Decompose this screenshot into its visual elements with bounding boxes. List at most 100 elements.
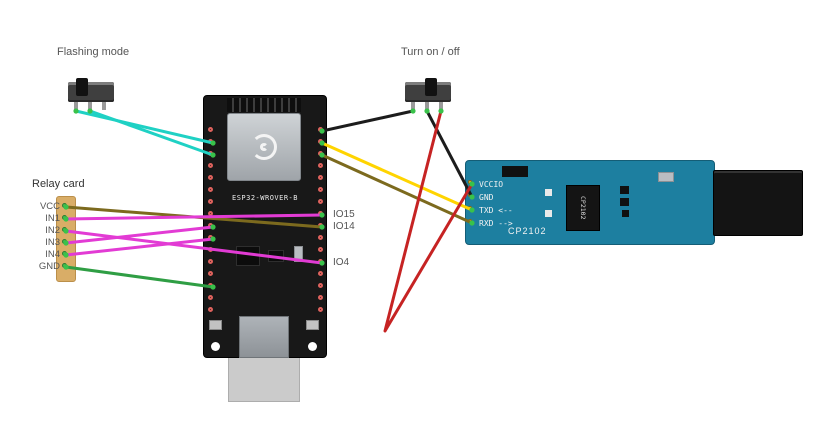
cp2102-pin-label-rxd: RXD --> [479, 219, 513, 228]
pin [208, 259, 213, 264]
pin [208, 283, 213, 288]
cp2102-chip-label: CP2102 [579, 196, 587, 220]
gpio-label-io15: IO15 [333, 209, 355, 220]
relay-card-label: Relay card [32, 178, 85, 190]
pin [208, 199, 213, 204]
pin [62, 215, 67, 220]
pin [468, 180, 472, 184]
relay-pin-label-in3: IN3 [45, 237, 60, 248]
switch-leg [411, 100, 415, 110]
cp2102-smd [620, 186, 629, 194]
pin [208, 295, 213, 300]
wire-relay-gnd-to-esp [64, 265, 215, 289]
esp32-antenna [227, 98, 301, 112]
esp32-button-right [306, 320, 319, 330]
switch-body [68, 82, 114, 102]
pin [62, 227, 67, 232]
pin [208, 235, 213, 240]
esp-logo-icon-inner [260, 143, 268, 151]
cp2102-component [502, 166, 528, 177]
esp32-button-left [209, 320, 222, 330]
mounting-hole [211, 342, 220, 351]
esp32-usb-plug [228, 358, 300, 402]
cp2102-smd [620, 198, 629, 206]
esp32-board-label: ESP32-WROVER-B [231, 194, 298, 202]
pin [208, 307, 213, 312]
pin [208, 187, 213, 192]
switch-leg [74, 100, 78, 110]
turn-on-off-switch [405, 78, 451, 112]
pin [468, 219, 472, 223]
pin [318, 187, 323, 192]
pin [318, 127, 323, 132]
switch-leg [102, 100, 106, 110]
pin [318, 247, 323, 252]
esp32-shield [227, 113, 301, 181]
flashing-mode-label: Flashing mode [57, 46, 130, 58]
gpio-label-io4: IO4 [333, 257, 350, 268]
pin [318, 283, 323, 288]
cp2102-board-label: CP2102 [508, 226, 547, 236]
cp2102-smd [545, 210, 552, 217]
pin [208, 163, 213, 168]
pin [318, 271, 323, 276]
pin [318, 223, 323, 228]
flashing-mode-switch [68, 78, 114, 112]
pin [318, 235, 323, 240]
pin [468, 206, 472, 210]
pin [62, 263, 67, 268]
switch-leg [88, 100, 92, 110]
cp2102-smd [545, 189, 552, 196]
pin [318, 139, 323, 144]
cp2102-pin-label-txd: TXD <-- [479, 206, 513, 215]
pin [318, 307, 323, 312]
pin [318, 175, 323, 180]
pin [62, 203, 67, 208]
pin [62, 251, 67, 256]
gpio-label-io14: IO14 [333, 221, 355, 232]
turn-on-off-label: Turn on / off [401, 46, 460, 58]
mounting-hole [308, 342, 317, 351]
switch-knob [425, 78, 437, 96]
switch-leg [439, 100, 443, 110]
wire-relay-in3-to-esp [64, 225, 215, 245]
esp32-chip-small [268, 250, 284, 262]
cp2102-pin-label-vccio: VCCIO [479, 180, 504, 189]
pin [208, 139, 213, 144]
cp2102-usb-plug [713, 170, 803, 236]
wire-relay-in4-to-esp [64, 237, 215, 257]
pin [318, 163, 323, 168]
esp32-chip [236, 246, 260, 266]
wire-cp-vccio-to-onoff-switch [383, 109, 474, 333]
relay-pin-label-vcc: VCC [39, 201, 60, 212]
pin [208, 175, 213, 180]
relay-pin-label-gnd: GND [38, 261, 60, 272]
pin [208, 271, 213, 276]
pin [62, 239, 67, 244]
pin [318, 259, 323, 264]
cp2102-chip: CP2102 [566, 185, 600, 231]
relay-pin-label-in1: IN1 [45, 213, 60, 224]
relay-pin-label-in4: IN4 [45, 249, 60, 260]
switch-leg [425, 100, 429, 110]
esp-logo-icon [251, 134, 277, 160]
pin [208, 151, 213, 156]
wire-onoff-switch-to-esp [320, 109, 415, 133]
cp2102-pin-label-gnd: GND [479, 193, 494, 202]
pin [208, 211, 213, 216]
pin [318, 295, 323, 300]
cp2102-crystal [658, 172, 674, 182]
relay-pin-label-in2: IN2 [45, 225, 60, 236]
pin [318, 211, 323, 216]
cp2102-smd [622, 210, 629, 217]
esp32-oscillator [294, 246, 303, 262]
pin [318, 151, 323, 156]
switch-knob [76, 78, 88, 96]
pin [208, 223, 213, 228]
wire-esp-tx-to-cp-txd [320, 141, 474, 212]
pin [318, 199, 323, 204]
wire-flash-switch-to-esp-en [74, 109, 215, 145]
pin [208, 127, 213, 132]
wire-flash-switch-to-esp-io0 [88, 109, 215, 157]
